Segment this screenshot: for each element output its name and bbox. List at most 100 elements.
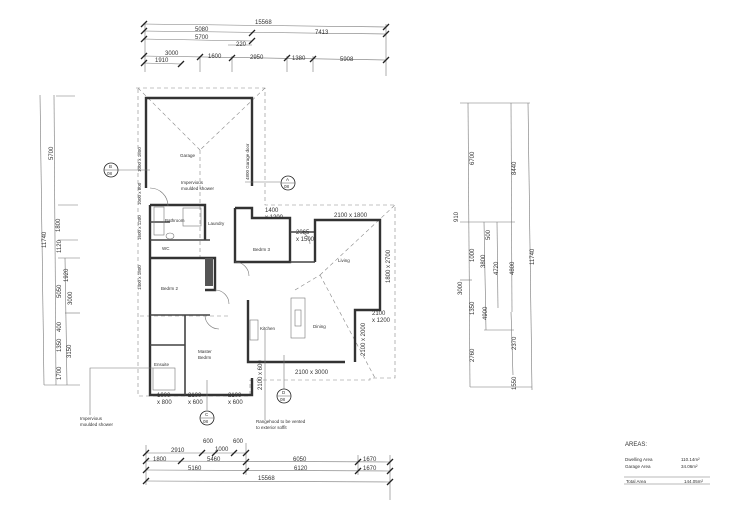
dim-left-1120: 1120 [57,239,63,253]
dwelling-area-label: Dwelling Area [625,457,653,462]
rangehood-note-2: to exterior soffit [256,425,287,430]
section-b-sheet: 08 [107,171,113,176]
door-swing [234,261,250,277]
dim-top-220: 220 [236,42,247,48]
window-dim: 2100 [372,311,386,317]
dim-bottom-5460: 5460 [207,457,221,463]
dim-right-4800: 4800 [510,261,516,275]
window-dim: x 600 [228,400,243,406]
door-swing [297,231,311,245]
dim-bottom-1670b: 1670 [363,466,377,472]
dim-bottom-2910: 2910 [171,448,185,454]
dim-right-1350: 1350 [470,301,476,315]
dim-right-2760: 2760 [470,348,476,362]
section-b-letter: B [109,164,112,169]
window-labels: 1000 x 1600 1000 x 800 1600 x 1200 1400 … [137,147,392,406]
room-bathroom: Bathroom [165,218,185,223]
window-dim: x 1500 [296,237,315,243]
dim-bottom-600b: 600 [233,439,244,445]
window-dim: x 600 [188,400,203,406]
dim-left-11740: 11740 [42,231,48,248]
section-d-sheet: 08 [280,397,286,402]
section-d-letter: D [282,390,286,395]
window-dim: 2100 x 2000 [361,322,367,356]
shower-note-1: Impervious [181,180,204,185]
dim-bottom-6050: 6050 [293,457,307,463]
stair-hatch [205,258,213,286]
window-dim: 2065 [296,230,310,236]
right-dimensions: 6700 8440 11740 910 3000 500 3800 4720 4… [454,102,536,391]
dim-right-3800: 3800 [481,254,487,268]
window-dim: 1000 x 1600 [137,147,142,172]
section-marker-c: C 08 [199,380,215,426]
dim-left-400: 400 [57,321,63,332]
section-marker-b: B 08 [103,162,150,178]
kitchen-island [290,297,306,339]
dim-top-1380: 1380 [292,56,306,62]
window-dim: 1000 x 800 [137,182,142,205]
garage-area-value: 34.06m² [681,464,698,469]
dim-left-5050: 5050 [57,284,63,298]
notes: Rangehood to be vented to exterior soffi… [80,330,306,430]
dim-right-11740: 11740 [530,248,536,265]
dim-right-3000: 3000 [458,281,464,295]
dim-left-1920: 1920 [64,268,70,282]
window-dim: 1400 x 1800 [137,265,142,290]
shower-icon [182,207,202,227]
shower-note-2: moulded shower [181,186,215,191]
room-bed2: Bedrm 2 [161,286,179,291]
window-dim: 2100 [228,393,242,399]
dim-bottom-overall: 15568 [258,476,275,482]
shower-note-b-1: Impervious [80,416,103,421]
top-dimensions: 15568 5080 7413 5700 220 3000 1910 1600 … [140,20,390,76]
dim-left-1800: 1800 [56,218,62,232]
dim-top-1600: 1600 [208,54,222,60]
dim-top-5080: 5080 [195,27,209,33]
window-dim: 1000 [157,393,171,399]
room-labels: Garage 4800 Garage door Impervious mould… [154,143,350,367]
section-c-letter: C [205,412,209,417]
window-dim: x 1200 [372,318,391,324]
dim-bottom-1000: 1000 [215,447,229,453]
section-c-sheet: 08 [203,419,209,424]
sink-icon [294,309,302,327]
areas-table: AREAS: Dwelling Area 110.14m² Garage Are… [624,442,710,485]
window-dim: 2100 x 3000 [295,370,329,376]
dim-right-8440: 8440 [512,161,518,175]
total-area-label: Total Area [626,479,647,484]
dim-right-500: 500 [486,229,492,240]
left-dimensions: 5700 1800 11740 1120 1920 3000 5050 400 … [39,94,80,386]
door-swing [214,289,230,305]
cooktop-icon [249,319,259,341]
total-area-value: 144.05m² [684,479,704,484]
window-dim: x 800 [157,400,172,406]
dim-top-3000: 3000 [165,51,179,57]
dim-top-overall: 15568 [255,20,272,26]
room-bed3: Bedrm 3 [253,247,271,252]
window-dim: x 1200 [265,215,284,221]
areas-title: AREAS: [625,442,647,448]
window-dim: 2100 x 1800 [334,213,368,219]
room-living: Living [338,258,350,263]
dim-right-2370: 2370 [512,336,518,350]
room-kitchen: Kitchen [260,326,276,331]
dim-left-1350: 1350 [57,338,63,352]
section-a-letter: A [286,177,289,182]
room-ensuite: Ensuite [154,362,170,367]
bathtub-icon [153,206,165,236]
room-garage: Garage [180,153,196,158]
dim-bottom-5160: 5160 [188,466,202,472]
room-wc: WC [162,246,170,251]
dim-right-4720: 4720 [494,261,500,275]
ensuite-shower-icon [152,367,176,391]
door-swing [149,187,169,207]
rangehood-note-1: Rangehood to be vented [256,419,306,424]
dim-right-5000: 1000 [470,248,476,262]
dim-left-1700: 1700 [57,366,63,380]
room-dining: Dining [313,324,326,329]
dim-top-5908: 5908 [340,57,354,63]
dim-right-6700: 6700 [470,151,476,165]
dim-right-1550: 1550 [512,376,518,390]
